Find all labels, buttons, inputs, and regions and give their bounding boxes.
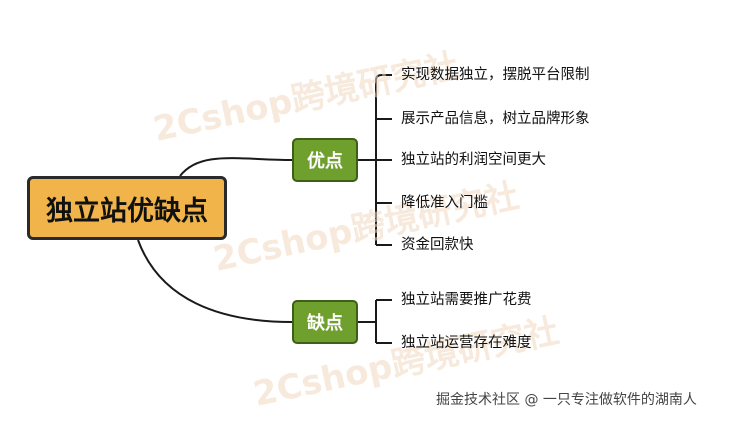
pros-item: 降低准入门槛: [401, 195, 488, 211]
pros-item: 实现数据独立，摆脱平台限制: [401, 67, 590, 83]
cons-item: 独立站需要推广花费: [401, 292, 532, 308]
pros-item: 展示产品信息，树立品牌形象: [401, 111, 590, 127]
credit-line: 掘金技术社区 @ 一只专注做软件的湖南人: [436, 392, 697, 408]
root-topic: 独立站优缺点: [27, 176, 227, 240]
cons-item: 独立站运营存在难度: [401, 335, 532, 351]
pros-item: 独立站的利润空间更大: [401, 152, 546, 168]
branch-cons: 缺点: [292, 300, 358, 344]
connector-root-cons: [137, 239, 293, 323]
connector-pros-bracket: [358, 74, 392, 246]
branch-pros: 优点: [292, 138, 358, 182]
connector-root-pros: [179, 157, 293, 177]
connector-cons-bracket: [358, 299, 392, 344]
pros-item: 资金回款快: [401, 237, 474, 253]
